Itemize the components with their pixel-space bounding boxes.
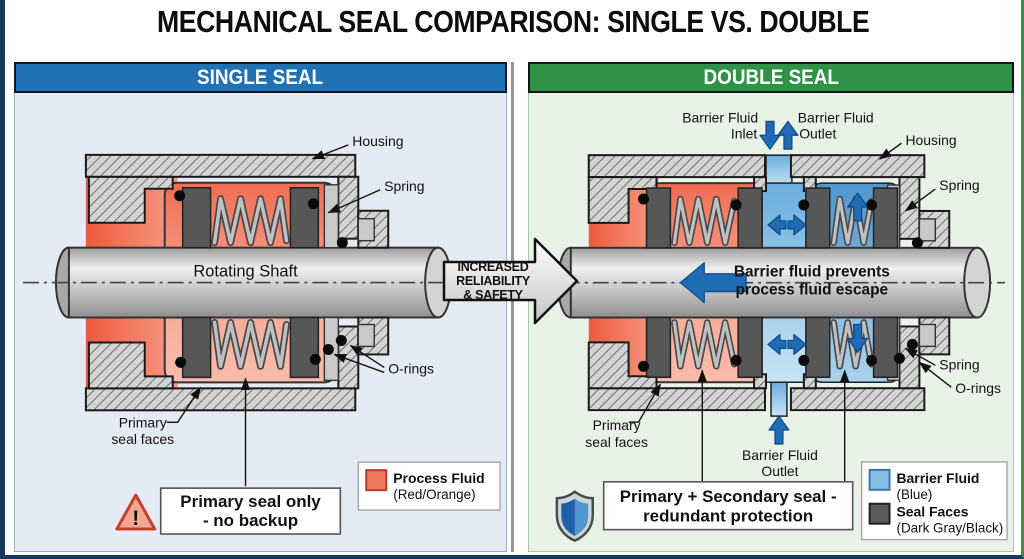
barrier-inlet-label-2: Inlet [731, 125, 757, 141]
spring-bottom-label: Spring [939, 356, 979, 372]
barrier-fluid-legend-name: Barrier Fluid [896, 470, 979, 486]
barrier-inlet-label-1: Barrier Fluid [682, 109, 758, 125]
arrow-shape [442, 237, 579, 325]
o-rings [638, 193, 923, 372]
center-right-arrow-top [787, 214, 807, 236]
panel-divider [511, 62, 514, 552]
leader-lines [628, 142, 952, 482]
process-fluid-legend-name: Process Fluid [393, 470, 485, 486]
single-callout-box: Primary seal only - no backup [159, 487, 342, 535]
single-callout-line1: Primary seal only [180, 492, 321, 511]
double-callout-box: Primary + Secondary seal - redundant pro… [602, 481, 854, 531]
center-left-arrow-top [767, 214, 787, 236]
housing-label: Housing [905, 132, 956, 148]
seal-faces-swatch [868, 502, 891, 525]
orings-label: O-rings [955, 380, 1001, 396]
double-callout-line1: Primary + Secondary seal - [620, 487, 837, 506]
inlet-down-arrow [759, 120, 781, 150]
shaft-note-line2: process fluid escape [736, 282, 889, 299]
single-seal-panel: SINGLE SEAL [14, 62, 507, 552]
rotating-shaft [534, 246, 1006, 319]
rotating-shaft [23, 246, 467, 319]
single-seal-diagram: Housing Spring Rotating Shaft O-rings Pr… [14, 93, 507, 552]
process-fluid-legend-desc: (Red/Orange) [393, 487, 475, 502]
transition-arrow: INCREASED RELIABILITY & SAFETY [441, 230, 581, 333]
warning-icon: ! [115, 493, 157, 531]
double-seal-panel: DOUBLE SEAL [528, 62, 1014, 552]
bottom-outlet-up-arrow [768, 415, 790, 445]
right-chamber-up-arrow [847, 192, 869, 222]
center-right-arrow-bottom [787, 333, 807, 355]
primary-seal-label-1: Primary [119, 414, 167, 430]
process-fluid-swatch [365, 469, 388, 492]
single-callout-line2: - no backup [203, 511, 298, 530]
orings-label: O-rings [388, 360, 434, 376]
barrier-fluid-swatch [868, 468, 891, 491]
spring-coils [211, 195, 290, 370]
barrier-outlet-bottom-label-2: Outlet [761, 463, 798, 479]
outlet-up-arrow [777, 120, 799, 150]
double-callout-line2: redundant protection [643, 507, 813, 526]
primary-seal-label-2: seal faces [585, 434, 648, 450]
shaft-label: Rotating Shaft [193, 263, 298, 281]
barrier-fluid-legend-desc: (Blue) [896, 487, 932, 502]
shaft-left-arrow [679, 262, 747, 304]
o-rings [174, 190, 348, 368]
double-legend: Barrier Fluid (Blue) Seal Faces (Dark Gr… [861, 461, 1008, 541]
seal-faces [645, 187, 899, 379]
shaft-note-line1: Barrier fluid prevents [734, 264, 890, 281]
spring-top-label: Spring [939, 177, 979, 193]
primary-seal-label-1: Primary [593, 417, 641, 433]
arrow-text-line3: & SAFETY [463, 288, 523, 302]
page-title: MECHANICAL SEAL COMPARISON: SINGLE VS. D… [156, 4, 870, 39]
seal-faces [181, 187, 320, 379]
arrow-text-line1: INCREASED [458, 260, 529, 274]
barrier-flow-arrows [679, 120, 869, 445]
barrier-outlet-top-label-2: Outlet [799, 125, 836, 141]
housing-label: Housing [352, 133, 403, 149]
seal-faces-legend-desc: (Dark Gray/Black) [896, 521, 1003, 536]
right-chamber-down-arrow [847, 323, 869, 353]
svg-text:!: ! [132, 507, 139, 530]
single-seal-svg: Housing Spring Rotating Shaft O-rings Pr… [23, 133, 501, 535]
process-fluid-legend: Process Fluid (Red/Orange) [357, 461, 501, 511]
leader-lines [166, 144, 385, 487]
shield-icon [555, 490, 594, 542]
double-seal-diagram: Barrier Fluid Inlet Barrier Fluid Outlet… [528, 93, 1014, 552]
center-left-arrow-bottom [767, 333, 787, 355]
double-seal-header: DOUBLE SEAL [528, 62, 1014, 93]
seal-faces-legend-name: Seal Faces [896, 504, 968, 520]
barrier-outlet-top-label-1: Barrier Fluid [798, 109, 874, 125]
barrier-outlet-bottom-label-1: Barrier Fluid [742, 447, 818, 463]
primary-seal-label-2: seal faces [111, 431, 174, 447]
double-seal-svg: Barrier Fluid Inlet Barrier Fluid Outlet… [534, 109, 1008, 542]
spring-label: Spring [384, 178, 424, 194]
arrow-text-line2: RELIABILITY [456, 274, 531, 288]
single-seal-header: SINGLE SEAL [14, 62, 507, 93]
